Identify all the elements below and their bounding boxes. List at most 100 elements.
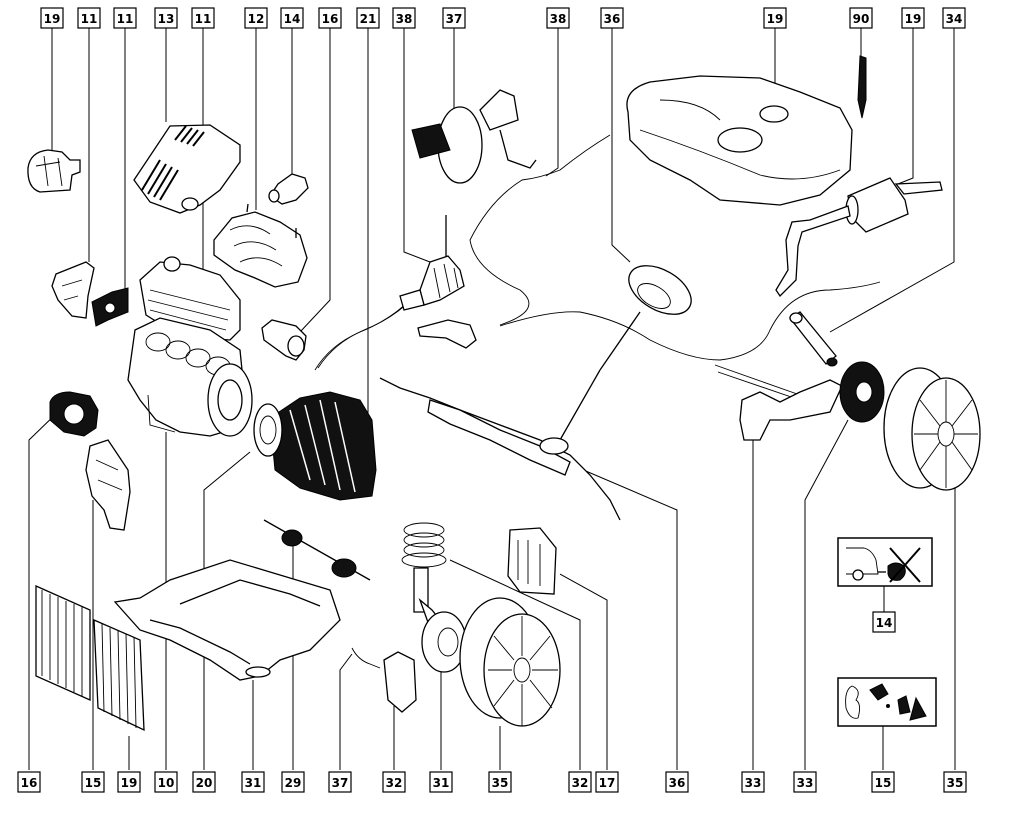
info-panels-layer — [837, 537, 937, 727]
callout-box — [568, 771, 592, 793]
steering-rack-part[interactable] — [379, 377, 621, 521]
leader-line — [203, 451, 251, 770]
callout-number: 16 — [322, 12, 339, 26]
callout-bottom-15[interactable]: 15 — [81, 771, 105, 793]
steering-wheel-part[interactable] — [559, 256, 699, 441]
callout-box — [241, 771, 265, 793]
radiator-part[interactable] — [35, 584, 145, 732]
callout-number: 14 — [876, 616, 893, 630]
engine-mount-part[interactable] — [85, 439, 131, 531]
callout-box — [280, 7, 304, 29]
leader-line — [559, 459, 678, 770]
callout-top-38[interactable]: 38 — [392, 7, 416, 29]
throttle-body-part[interactable] — [27, 149, 81, 193]
callout-top-90[interactable]: 90 — [849, 7, 873, 29]
callout-box — [81, 771, 105, 793]
callout-bottom-17[interactable]: 17 — [595, 771, 619, 793]
intake-manifold-part[interactable] — [213, 203, 308, 288]
rear-wheel-part[interactable] — [883, 367, 981, 491]
callout-bottom-16[interactable]: 16 — [17, 771, 41, 793]
callout-top-12[interactable]: 12 — [244, 7, 268, 29]
callout-number: 10 — [158, 776, 175, 790]
callout-box — [328, 771, 352, 793]
brake-disc-part[interactable] — [421, 611, 467, 673]
towing-prohibited-panel[interactable] — [837, 537, 933, 587]
callout-top-11[interactable]: 11 — [191, 7, 215, 29]
callout-bottom-31[interactable]: 31 — [429, 771, 453, 793]
starter-motor-part[interactable] — [261, 319, 307, 361]
callout-bottom-37[interactable]: 37 — [328, 771, 352, 793]
callout-box — [942, 7, 966, 29]
parking-brake-cable-part[interactable] — [417, 134, 881, 361]
brake-servo-pedal-part[interactable] — [411, 89, 537, 184]
gearbox-part[interactable] — [253, 391, 377, 501]
callout-top-38[interactable]: 38 — [546, 7, 570, 29]
ecu-module-part[interactable] — [507, 527, 557, 595]
callout-bottom-33[interactable]: 33 — [793, 771, 817, 793]
callout-box — [600, 7, 624, 29]
callout-box — [17, 771, 41, 793]
callout-top-37[interactable]: 37 — [442, 7, 466, 29]
front-subframe-part[interactable] — [113, 559, 341, 681]
exhaust-muffler-part[interactable] — [775, 177, 943, 298]
leader-line — [897, 28, 914, 185]
callout-top-19[interactable]: 19 — [40, 7, 64, 29]
wiring-harness-part[interactable] — [314, 297, 414, 371]
callout-top-11[interactable]: 11 — [113, 7, 137, 29]
callout-top-21[interactable]: 21 — [356, 7, 380, 29]
leader-line — [545, 28, 559, 177]
callout-bottom-20[interactable]: 20 — [192, 771, 216, 793]
thermostat-housing-part[interactable] — [268, 173, 309, 205]
timing-cover-part[interactable] — [51, 261, 95, 319]
callout-number: 14 — [284, 12, 301, 26]
callout-bottom-31[interactable]: 31 — [241, 771, 265, 793]
callout-number: 29 — [285, 776, 302, 790]
callout-top-36[interactable]: 36 — [600, 7, 624, 29]
rear-axle-part[interactable] — [714, 361, 885, 441]
callout-top-13[interactable]: 13 — [154, 7, 178, 29]
leader-line — [611, 28, 631, 263]
callout-bottom-15[interactable]: 15 — [871, 771, 895, 793]
callout-box — [192, 771, 216, 793]
fuel-tank-part[interactable] — [626, 75, 853, 206]
accessory-kit-panel[interactable] — [837, 677, 937, 727]
brake-caliper-part[interactable] — [383, 651, 417, 713]
callout-number: 11 — [195, 12, 212, 26]
callout-top-14[interactable]: 14 — [280, 7, 304, 29]
callout-bottom-19[interactable]: 19 — [117, 771, 141, 793]
oil-pump-part[interactable] — [91, 287, 129, 327]
brake-hose-part[interactable] — [351, 647, 381, 669]
callout-top-19[interactable]: 19 — [763, 7, 787, 29]
callout-number: 19 — [905, 12, 922, 26]
callout-number: 35 — [947, 776, 964, 790]
engine-block-part[interactable] — [127, 256, 253, 437]
front-wheel-part[interactable] — [459, 597, 561, 727]
callout-top-11[interactable]: 11 — [77, 7, 101, 29]
callout-bottom-35[interactable]: 35 — [943, 771, 967, 793]
callout-bottom-35[interactable]: 35 — [488, 771, 512, 793]
gear-shift-lever-part[interactable] — [399, 215, 465, 311]
callout-bottom-33[interactable]: 33 — [741, 771, 765, 793]
callout-bottom-32[interactable]: 32 — [382, 771, 406, 793]
callout-bottom-36[interactable]: 36 — [665, 771, 689, 793]
callout-box — [943, 771, 967, 793]
callout-top-16[interactable]: 16 — [318, 7, 342, 29]
callout-number: 33 — [797, 776, 814, 790]
callout-box — [244, 7, 268, 29]
alternator-part[interactable] — [49, 391, 99, 437]
air-filter-housing-part[interactable] — [133, 124, 241, 214]
callout-panel-14[interactable]: 14 — [872, 611, 896, 633]
callout-bottom-10[interactable]: 10 — [154, 771, 178, 793]
callout-box — [191, 7, 215, 29]
callout-top-19[interactable]: 19 — [901, 7, 925, 29]
rear-shock-absorber-part[interactable] — [789, 311, 838, 367]
drive-shaft-part[interactable] — [263, 519, 371, 581]
callout-box — [154, 7, 178, 29]
antenna-part[interactable] — [857, 55, 867, 119]
leader-line — [804, 419, 849, 770]
callout-number: 15 — [875, 776, 892, 790]
callout-bottom-32[interactable]: 32 — [568, 771, 592, 793]
callout-bottom-29[interactable]: 29 — [281, 771, 305, 793]
callout-number: 36 — [604, 12, 621, 26]
callout-top-34[interactable]: 34 — [942, 7, 966, 29]
